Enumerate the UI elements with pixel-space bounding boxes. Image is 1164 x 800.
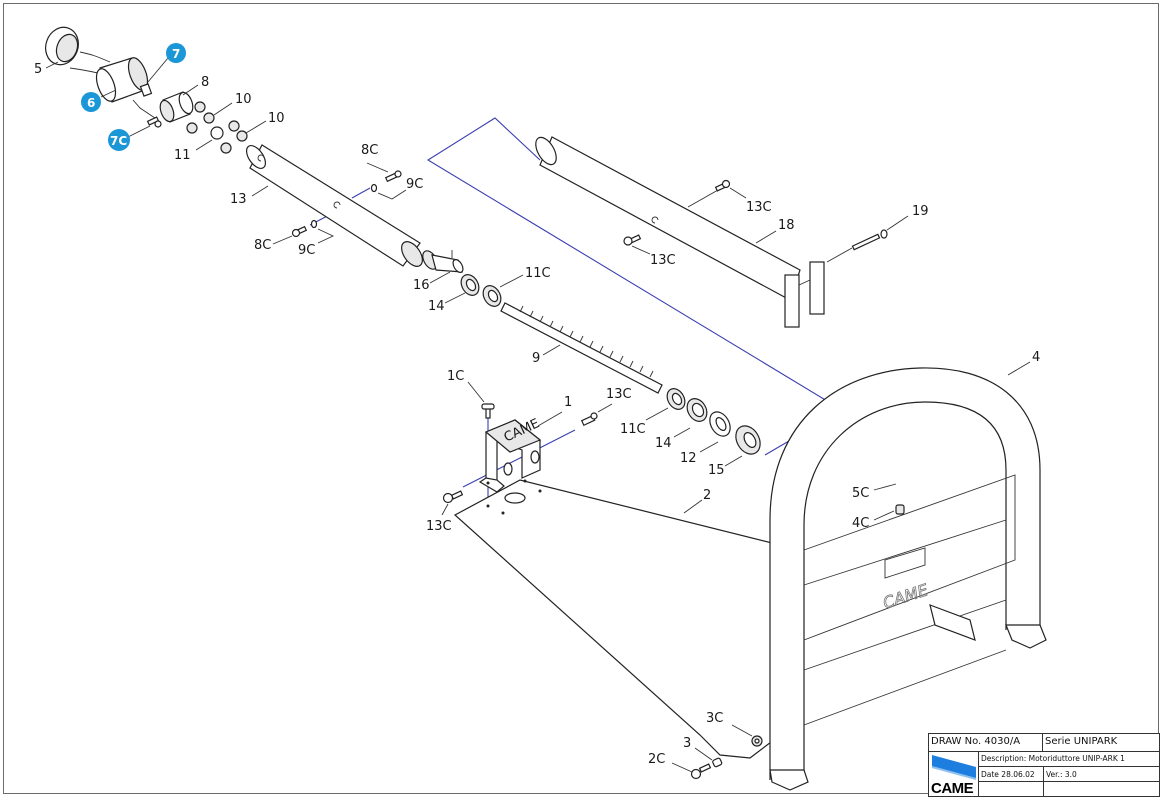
- label-13: 13: [230, 192, 247, 207]
- part-13c-screw-tube-2[interactable]: [623, 234, 642, 246]
- tube-end-plate-b: [809, 261, 825, 315]
- label-5: 5: [34, 62, 42, 77]
- label-3c: 3C: [706, 711, 723, 726]
- nut-set[interactable]: [186, 101, 248, 154]
- part-11c-bearing-top[interactable]: [480, 282, 505, 309]
- part-8-coupling[interactable]: [158, 91, 196, 124]
- part-13-tube[interactable]: [243, 142, 427, 270]
- label-3: 3: [683, 736, 691, 751]
- part-1c-screw[interactable]: [481, 403, 495, 419]
- label-7c: 7C: [110, 134, 127, 148]
- label-10-b: 10: [268, 111, 285, 126]
- part-15-nut[interactable]: [731, 422, 765, 459]
- part-19-pin[interactable]: [851, 229, 888, 251]
- label-12: 12: [680, 451, 697, 466]
- serie-label: Serie UNIPARK: [1045, 736, 1118, 747]
- part-14-ring-bottom[interactable]: [683, 395, 711, 425]
- label-16: 16: [413, 278, 430, 293]
- part-4c-grub-screw[interactable]: [895, 504, 905, 515]
- came-logo-mark: [931, 755, 977, 780]
- badge-7c[interactable]: 7C: [108, 129, 130, 151]
- label-13c-left: 13C: [426, 519, 452, 534]
- part-18-outer-tube[interactable]: [532, 134, 825, 328]
- label-1c: 1C: [447, 369, 464, 384]
- label-11c-top: 11C: [525, 266, 551, 281]
- part-16-shaft[interactable]: [420, 248, 465, 274]
- label-19: 19: [912, 204, 929, 219]
- label-15: 15: [708, 463, 725, 478]
- label-13c-tube-1: 13C: [746, 200, 772, 215]
- part-12-washer[interactable]: [706, 408, 735, 440]
- label-14-bottom: 14: [655, 436, 672, 451]
- label-13c-bracket: 13C: [606, 387, 632, 402]
- badge-circle: [81, 92, 101, 112]
- label-18: 18: [778, 218, 795, 233]
- label-11c-bottom: 11C: [620, 422, 646, 437]
- label-5c: 5C: [852, 486, 869, 501]
- title-block: DRAW No. 4030/A Serie UNIPARK CAME Descr…: [928, 733, 1160, 797]
- part-13c-screw-tube-1[interactable]: [714, 179, 731, 192]
- badge-circle: [108, 129, 130, 151]
- description: Description: Motoriduttore UNIP-ARK 1: [979, 751, 1159, 767]
- part-4-hoop-frame[interactable]: CAME: [769, 367, 1047, 791]
- came-logo: CAME: [929, 751, 979, 797]
- label-1: 1: [564, 395, 572, 410]
- label-4c: 4C: [852, 516, 869, 531]
- part-8c-screw-bottom[interactable]: [291, 225, 308, 238]
- part-2-base-plate[interactable]: [453, 479, 801, 759]
- badge-6[interactable]: 6: [81, 92, 101, 112]
- tube-end-plate-a: [784, 274, 800, 328]
- badge-7[interactable]: 7: [166, 43, 186, 63]
- part-9c-washer-top[interactable]: [370, 183, 378, 193]
- part-11c-bearing-bottom[interactable]: [664, 385, 689, 412]
- label-9: 9: [532, 351, 540, 366]
- label-7: 7: [172, 47, 180, 61]
- label-8c-bottom: 8C: [254, 238, 271, 253]
- part-14-ring-top[interactable]: [458, 271, 483, 298]
- label-6: 6: [87, 96, 95, 110]
- part-13c-screw-bracket[interactable]: [580, 412, 598, 427]
- label-11: 11: [174, 148, 191, 163]
- part-6-motor[interactable]: [93, 55, 153, 103]
- part-8c-screw-top[interactable]: [384, 170, 402, 183]
- part-2c-screw[interactable]: [690, 763, 712, 780]
- guide-line-bracket-horiz: [462, 429, 576, 488]
- label-9c-top: 9C: [406, 177, 423, 192]
- part-3c-nut[interactable]: [751, 735, 763, 747]
- empty-cell-left: [979, 782, 1044, 797]
- date: Date 28.06.02: [979, 767, 1044, 782]
- part-5-end-cap[interactable]: [40, 23, 111, 77]
- badge-circle: [166, 43, 186, 63]
- label-13c-tube-2: 13C: [650, 253, 676, 268]
- label-2: 2: [703, 488, 711, 503]
- title-block-header-row: DRAW No. 4030/A Serie UNIPARK: [929, 734, 1159, 752]
- part-3-spacer[interactable]: [712, 757, 723, 768]
- guide-line-screw-top: [351, 187, 371, 199]
- label-14-top: 14: [428, 299, 445, 314]
- label-4: 4: [1032, 350, 1040, 365]
- label-8c-top: 8C: [361, 143, 378, 158]
- part-9c-washer-bottom[interactable]: [310, 219, 318, 229]
- part-7c-screw[interactable]: [146, 116, 162, 128]
- draw-number: DRAW No. 4030/A: [929, 734, 1043, 751]
- part-13c-screw-left[interactable]: [442, 490, 464, 504]
- label-10-a: 10: [235, 92, 252, 107]
- part-1-bracket[interactable]: CAME: [478, 416, 542, 493]
- empty-cell-right: [1044, 782, 1159, 797]
- part-9-lead-screw[interactable]: [500, 302, 663, 394]
- version: Ver.: 3.0: [1044, 767, 1159, 782]
- came-logo-text: CAME: [931, 780, 974, 797]
- label-9c-bottom: 9C: [298, 243, 315, 258]
- label-2c: 2C: [648, 752, 665, 767]
- label-8: 8: [201, 75, 209, 90]
